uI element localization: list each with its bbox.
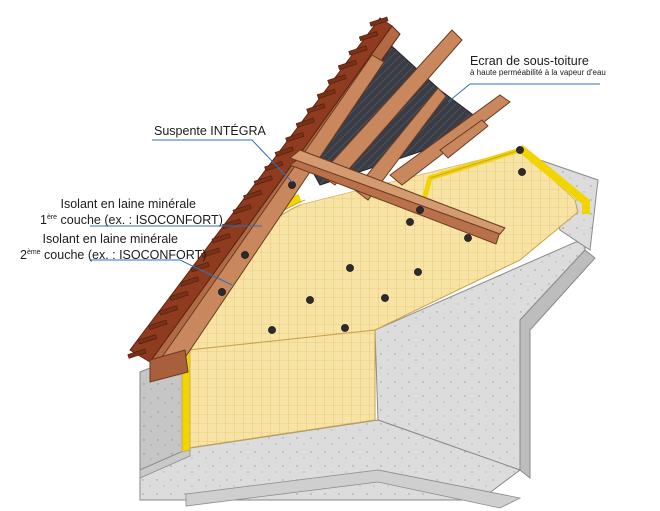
layer1-sup: ère (46, 214, 58, 221)
knee-wall-insulation (181, 329, 376, 453)
rafter-5 (439, 119, 489, 159)
wall-plate (149, 349, 189, 383)
suspente-label: Suspente INTÉGRA (154, 124, 266, 138)
batten-tick (169, 290, 189, 302)
batten-tick (148, 319, 168, 330)
clip-fixing (306, 296, 314, 304)
clip-fixing (414, 268, 422, 276)
batten-tick (243, 189, 263, 200)
batten-tick (306, 103, 326, 114)
suspente-text: Suspente INTÉGRA (154, 124, 266, 138)
batten-tick (264, 160, 284, 172)
ecran-title: Ecran de sous-toiture (470, 54, 589, 68)
batten-tick (253, 175, 273, 186)
layer1-rest: couche (ex. : ISOCONFORT) (57, 213, 223, 227)
rafter-2 (319, 29, 463, 186)
batten-tick (316, 88, 336, 99)
layer2-sup: ème (26, 249, 41, 256)
batten-tick (369, 16, 389, 27)
clip-fixing (416, 206, 424, 214)
batten-tick (137, 334, 158, 345)
clip-fixing (406, 218, 414, 226)
rafter-3 (354, 87, 447, 201)
layer2-rest: couche (ex. : ISOCONFORT) (40, 248, 207, 262)
batten-tick (348, 45, 368, 56)
batten-tick (180, 276, 200, 287)
leader-suspente (152, 139, 293, 183)
clip-fixing (268, 326, 276, 334)
layer1-num: 1 (40, 213, 47, 227)
layer1-line1: Isolant en laine minérale (60, 197, 197, 211)
purlin-top (288, 149, 506, 235)
batten-tick (327, 74, 347, 85)
rafters (149, 29, 511, 383)
layer2-label: Isolant en laine minérale 2ème couche (e… (20, 232, 206, 262)
batten-tick (337, 59, 357, 71)
slab-front-edge (139, 447, 191, 479)
clip-fixing (516, 146, 524, 154)
clip-fixing (464, 234, 472, 242)
layer2-num: 2 (20, 248, 27, 262)
leader-layer2 (90, 259, 233, 286)
leader-ecran (447, 83, 600, 103)
ecran-subtitle: à haute perméabilité à la vapeur d'eau (470, 68, 606, 77)
clip-fixing (518, 168, 526, 176)
layer1-line2: 1ère couche (ex. : ISOCONFORT) (40, 211, 223, 227)
batten-tick (201, 247, 221, 258)
batten-tick (190, 262, 210, 273)
clip-fixing (288, 181, 296, 189)
slab-cut (185, 469, 522, 509)
layer1-label: Isolant en laine minérale 1ère couche (e… (40, 197, 223, 227)
batten-tick (285, 132, 305, 143)
batten-tick (358, 31, 378, 42)
clip-fixing (218, 288, 226, 296)
batten-tick (211, 233, 231, 244)
ecran-label: Ecran de sous-toiture à haute perméabili… (470, 54, 606, 78)
batten-tick (295, 117, 315, 128)
batten-tick (274, 146, 294, 157)
clip-fixing (341, 324, 349, 332)
clip-fixing (241, 251, 249, 259)
clip-fixing (346, 264, 354, 272)
clip-fixing (381, 294, 389, 302)
layer2-line2: 2ème couche (ex. : ISOCONFORT) (20, 246, 206, 262)
layer2-line1: Isolant en laine minérale (42, 232, 179, 246)
suspension-clips (218, 146, 526, 334)
leader-lines (90, 83, 600, 286)
rafter-4 (389, 94, 511, 186)
batten-tick (232, 204, 252, 215)
batten-ticks (127, 16, 389, 359)
batten-tick (158, 305, 179, 316)
batten-tick (127, 348, 147, 359)
